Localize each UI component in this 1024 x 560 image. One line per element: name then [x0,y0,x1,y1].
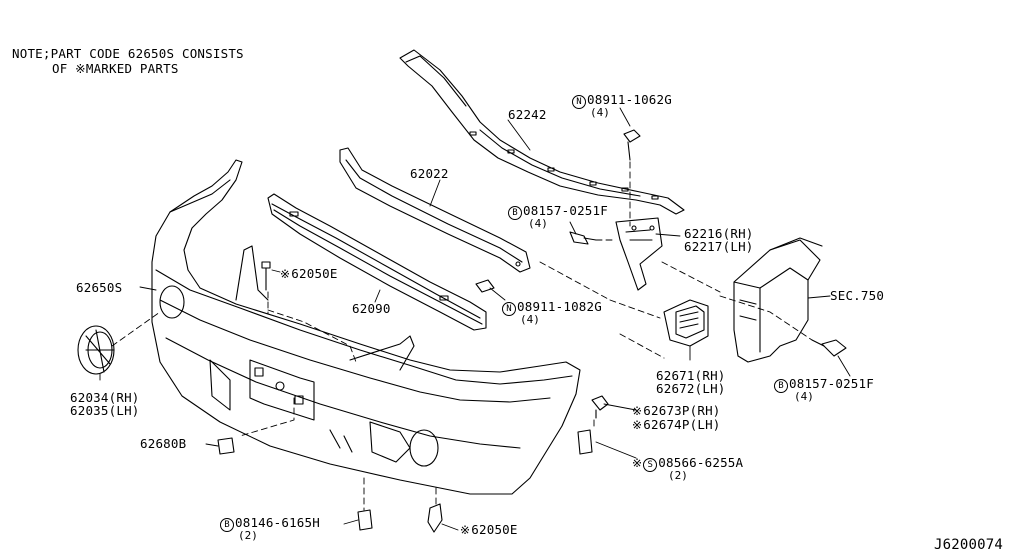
fasteners [217,129,847,533]
armature-62090 [267,193,487,331]
marker-icon: ※ [632,456,643,470]
callout-62217[interactable]: 62217(LH) [684,239,754,254]
callout-sec750[interactable]: SEC.750 [830,288,885,303]
diagram-code: J6200074 [934,537,1004,553]
marker-icon: ※ [460,523,471,537]
callout-62242[interactable]: 62242 [508,107,547,122]
prefix-s-icon: S [643,458,658,472]
body-structure-sec750 [733,237,823,363]
upper-reinforcement-62242 [399,49,685,215]
callout-62680B[interactable]: 62680B [140,436,187,451]
callout-62034[interactable]: 62034(RH) [70,390,140,405]
marker-icon: ※ [632,418,643,432]
callout-62022[interactable]: 62022 [410,166,449,181]
callout-62050E-bottom[interactable]: ※62050E [460,522,518,538]
qty-08157-0251F-upper: (4) [528,217,548,230]
prefix-n-icon: N [502,302,516,316]
bumper-fascia-62650S [151,159,581,495]
qty-08157-0251F-lower: (4) [794,390,814,403]
retainer-62671 [663,299,709,347]
prefix-b-icon: B [508,206,522,220]
qty-08566-6255A: (2) [668,469,688,482]
callout-62050E-top[interactable]: ※62050E [280,266,338,282]
fog-lamp-62034 [77,325,115,375]
callout-62671[interactable]: 62671(RH) [656,368,726,383]
callout-62674P[interactable]: ※62674P(LH) [632,417,721,433]
callout-62035[interactable]: 62035(LH) [70,403,140,418]
prefix-b-icon: B [774,379,788,393]
callout-62090[interactable]: 62090 [352,301,391,316]
note-line-1: NOTE;PART CODE 62650S CONSISTS [12,46,244,61]
callout-62216[interactable]: 62216(RH) [684,226,754,241]
qty-08911-1062G: (4) [590,106,610,119]
prefix-b-icon: B [220,518,234,532]
marker-icon: ※ [280,267,291,281]
upper-bar-62022 [339,147,531,273]
callout-62650S[interactable]: 62650S [76,280,123,295]
marker-icon: ※ [632,404,643,418]
qty-08146-6165H: (2) [238,529,258,542]
side-bracket-62216 [615,217,663,291]
dashed-alignment-lines [111,161,813,511]
leader-lines [99,107,851,531]
qty-08911-1082G: (4) [520,313,540,326]
prefix-n-icon: N [572,95,586,109]
note-line-2: OF ※MARKED PARTS [52,61,179,76]
callout-62673P[interactable]: ※62673P(RH) [632,403,721,419]
callout-62672[interactable]: 62672(LH) [656,381,726,396]
